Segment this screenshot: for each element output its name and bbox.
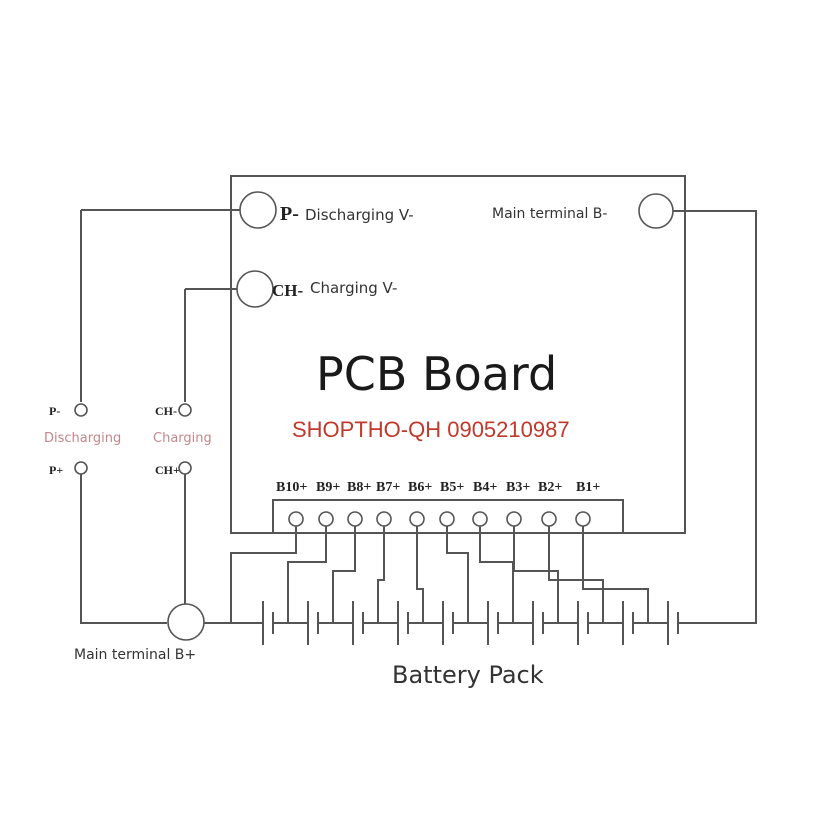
balance-wire xyxy=(479,526,514,623)
balance-pin-label: B2+ xyxy=(538,480,562,495)
balance-pin-label: B9+ xyxy=(316,480,340,495)
balance-wire xyxy=(377,526,385,623)
battery-cells xyxy=(204,601,756,645)
shop-watermark: SHOPTHO-QH 0905210987 xyxy=(292,417,570,442)
balance-pin-label: B1+ xyxy=(576,480,600,495)
balance-pin-label: B7+ xyxy=(376,480,400,495)
balance-wire xyxy=(548,526,604,623)
ch-minus-terminal[interactable] xyxy=(236,270,274,308)
balance-pin-label: B4+ xyxy=(473,480,497,495)
balance-pin-label: B6+ xyxy=(408,480,432,495)
balance-pin[interactable] xyxy=(506,511,522,527)
balance-pin-label: B10+ xyxy=(276,480,307,495)
balance-pin-label: B5+ xyxy=(440,480,464,495)
ch-minus-desc: Charging V- xyxy=(310,279,397,297)
discharging-label: Discharging xyxy=(44,431,121,446)
balance-pin-label: B8+ xyxy=(347,480,371,495)
ext-p-plus-label: P+ xyxy=(49,463,63,477)
balance-pin[interactable] xyxy=(575,511,591,527)
ext-p-plus-terminal[interactable] xyxy=(74,461,88,475)
balance-pin[interactable] xyxy=(439,511,455,527)
balance-wire xyxy=(332,526,356,623)
ext-ch-minus-terminal[interactable] xyxy=(178,403,192,417)
balance-wire xyxy=(416,526,424,623)
page-title: PCB Board xyxy=(316,347,557,401)
b-plus-terminal[interactable] xyxy=(167,603,205,641)
balance-pin[interactable] xyxy=(376,511,392,527)
p-minus-terminal[interactable] xyxy=(239,191,277,229)
ext-p-minus-label: P- xyxy=(49,404,60,418)
p-plus-wire xyxy=(80,474,167,624)
battery-pack-label: Battery Pack xyxy=(392,661,544,689)
balance-wire xyxy=(287,526,327,623)
balance-pin[interactable] xyxy=(409,511,425,527)
ext-ch-plus-terminal[interactable] xyxy=(178,461,192,475)
b-minus-terminal[interactable] xyxy=(638,193,674,229)
balance-pin[interactable] xyxy=(347,511,363,527)
charging-label: Charging xyxy=(153,431,212,446)
balance-wire xyxy=(513,526,559,623)
ext-ch-minus-label: CH- xyxy=(155,404,177,418)
ch-minus-code: CH- xyxy=(272,281,304,300)
balance-pin[interactable] xyxy=(318,511,334,527)
balance-pin[interactable] xyxy=(288,511,304,527)
b-minus-desc: Main terminal B- xyxy=(492,206,607,222)
ext-p-minus-terminal[interactable] xyxy=(74,403,88,417)
p-minus-desc: Discharging V- xyxy=(305,206,414,224)
b-plus-desc: Main terminal B+ xyxy=(74,647,196,663)
balance-pin[interactable] xyxy=(541,511,557,527)
balance-wire xyxy=(582,526,649,623)
balance-wire xyxy=(230,526,297,623)
balance-pin-label: B3+ xyxy=(506,480,530,495)
balance-wire xyxy=(446,526,469,623)
ext-ch-plus-label: CH+ xyxy=(155,463,180,477)
p-minus-code: P- xyxy=(280,203,299,225)
balance-pin[interactable] xyxy=(472,511,488,527)
balance-group: B10+ B9+ B8+ B7+ B6+ B5+ B4+ B3+ B2+ B1+ xyxy=(230,480,649,623)
